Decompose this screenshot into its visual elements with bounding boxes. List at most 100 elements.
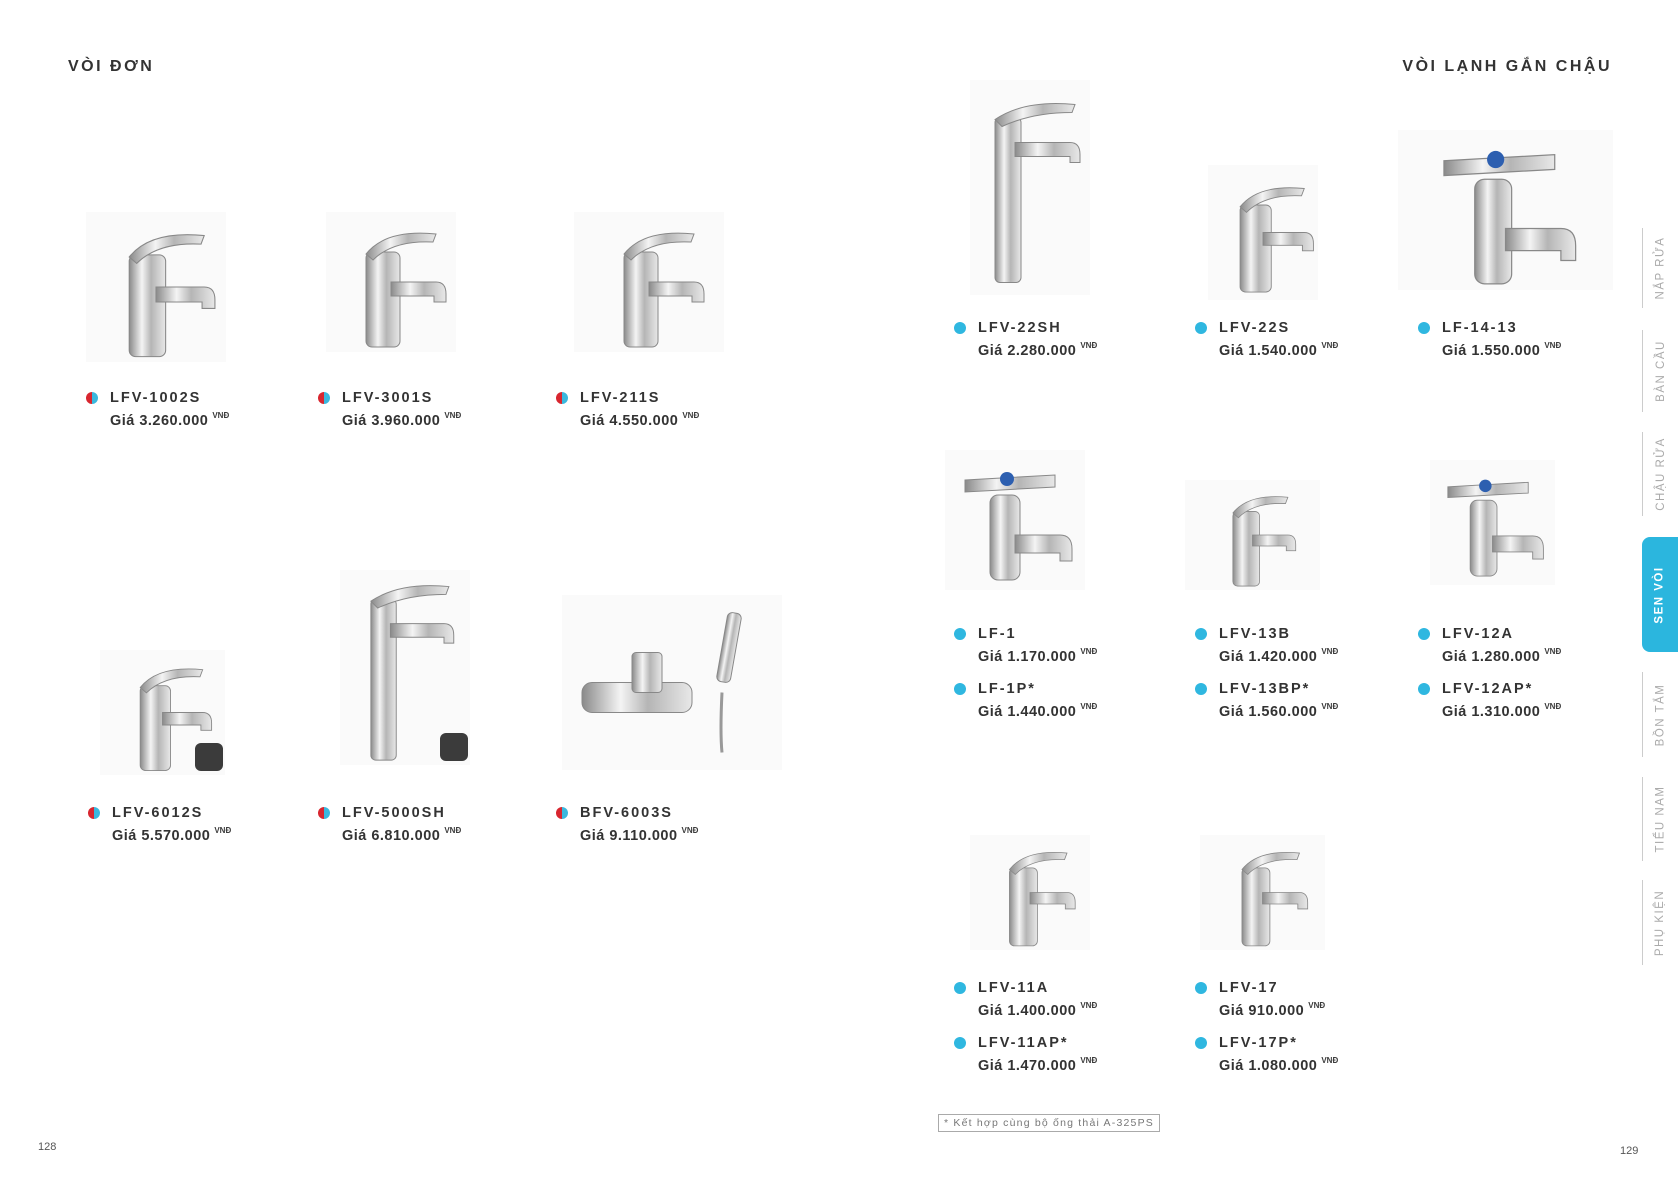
- price-label: Giá: [342, 413, 367, 429]
- section-title-cold-faucets: VÒI LẠNH GẮN CHẬU: [1402, 58, 1612, 75]
- product-image[interactable]: [970, 80, 1090, 295]
- product-code: LFV-6012S: [112, 805, 204, 821]
- product-image[interactable]: [1200, 835, 1325, 950]
- product-image[interactable]: [86, 212, 226, 362]
- cold-indicator-icon: [1418, 322, 1430, 334]
- product-code: LF-14-13: [1442, 320, 1518, 336]
- hot-cold-indicator-icon: [86, 392, 98, 404]
- currency: VNĐ: [1321, 341, 1339, 350]
- hot-cold-indicator-icon: [88, 807, 100, 819]
- product-image[interactable]: [326, 212, 456, 352]
- product-code: BFV-6003S: [580, 805, 673, 821]
- product-code: LFV-22S: [1219, 320, 1291, 336]
- currency: VNĐ: [1080, 647, 1098, 656]
- cold-indicator-icon: [1195, 322, 1207, 334]
- sidebar-tab-label: SEN VÒI: [1654, 565, 1666, 624]
- cold-indicator-icon: [1418, 683, 1430, 695]
- currency: VNĐ: [682, 411, 700, 420]
- page-number-left: 128: [38, 1141, 57, 1153]
- product-image[interactable]: [970, 835, 1090, 950]
- currency: VNĐ: [1321, 647, 1339, 656]
- product-price: 1.280.000: [1471, 649, 1541, 665]
- cold-indicator-icon: [1195, 683, 1207, 695]
- hot-cold-indicator-icon: [318, 807, 330, 819]
- price-label: Giá: [978, 649, 1003, 665]
- cold-indicator-icon: [1195, 628, 1207, 640]
- price-label: Giá: [1219, 1058, 1244, 1074]
- product-image[interactable]: [1185, 480, 1320, 590]
- product-price: 1.560.000: [1248, 704, 1318, 720]
- sidebar-tab-label: BÀN CẦU: [1654, 340, 1667, 402]
- cold-indicator-icon: [1418, 628, 1430, 640]
- product-code: LFV-17P*: [1219, 1035, 1298, 1051]
- product-code: LFV-1002S: [110, 390, 202, 406]
- price-label: Giá: [978, 1003, 1003, 1019]
- currency: VNĐ: [1080, 341, 1098, 350]
- hot-cold-indicator-icon: [556, 807, 568, 819]
- footnote: * Kết hợp cùng bộ ống thải A-325PS: [938, 1114, 1160, 1132]
- lever-icon: [440, 733, 468, 761]
- product-image[interactable]: [945, 450, 1085, 590]
- sidebar-tab-2[interactable]: CHẬU RỬA: [1642, 432, 1678, 516]
- sidebar-tab-4[interactable]: BỒN TẮM: [1642, 672, 1678, 757]
- product-image[interactable]: [562, 595, 782, 770]
- product-code: LFV-3001S: [342, 390, 434, 406]
- sidebar-tab-1[interactable]: BÀN CẦU: [1642, 330, 1678, 412]
- product-code: LFV-13BP*: [1219, 681, 1311, 697]
- cold-indicator-icon: [1195, 1037, 1207, 1049]
- cold-indicator-icon: [954, 1037, 966, 1049]
- product-price: 1.540.000: [1248, 343, 1318, 359]
- currency: VNĐ: [1080, 1001, 1098, 1010]
- product-code: LFV-17: [1219, 980, 1279, 996]
- product-price: 2.280.000: [1007, 343, 1077, 359]
- product-price: 1.310.000: [1471, 704, 1541, 720]
- sidebar-tab-5[interactable]: TIỂU NAM: [1642, 777, 1678, 861]
- price-label: Giá: [580, 828, 605, 844]
- cold-indicator-icon: [954, 322, 966, 334]
- product-code: LF-1: [978, 626, 1017, 642]
- price-label: Giá: [110, 413, 135, 429]
- currency: VNĐ: [1544, 702, 1562, 711]
- sidebar-tab-3[interactable]: SEN VÒI: [1642, 537, 1678, 652]
- product-price: 4.550.000: [609, 413, 679, 429]
- page-number-right: 129: [1620, 1145, 1639, 1157]
- currency: VNĐ: [444, 411, 462, 420]
- product-image[interactable]: [1398, 130, 1613, 290]
- currency: VNĐ: [681, 826, 699, 835]
- currency: VNĐ: [212, 411, 230, 420]
- product-code: LFV-5000SH: [342, 805, 446, 821]
- product-image[interactable]: [1430, 460, 1555, 585]
- product-price: 1.170.000: [1007, 649, 1077, 665]
- product-image[interactable]: [1208, 165, 1318, 300]
- product-price: 1.420.000: [1248, 649, 1318, 665]
- sidebar-tab-6[interactable]: PHỤ KIỆN: [1642, 880, 1678, 965]
- product-price: 3.960.000: [371, 413, 441, 429]
- sidebar-tab-0[interactable]: NẮP RỬA: [1642, 228, 1678, 308]
- cold-indicator-icon: [954, 982, 966, 994]
- product-price: 1.550.000: [1471, 343, 1541, 359]
- sidebar-tab-label: NẮP RỬA: [1654, 236, 1667, 300]
- product-code: LF-1P*: [978, 681, 1036, 697]
- product-code: LFV-11AP*: [978, 1035, 1069, 1051]
- currency: VNĐ: [1321, 1056, 1339, 1065]
- currency: VNĐ: [1080, 702, 1098, 711]
- price-label: Giá: [112, 828, 137, 844]
- currency: VNĐ: [444, 826, 462, 835]
- currency: VNĐ: [1544, 647, 1562, 656]
- product-image[interactable]: [340, 570, 470, 765]
- price-label: Giá: [1442, 343, 1467, 359]
- product-code: LFV-211S: [580, 390, 661, 406]
- price-label: Giá: [1442, 704, 1467, 720]
- product-image[interactable]: [574, 212, 724, 352]
- price-label: Giá: [978, 343, 1003, 359]
